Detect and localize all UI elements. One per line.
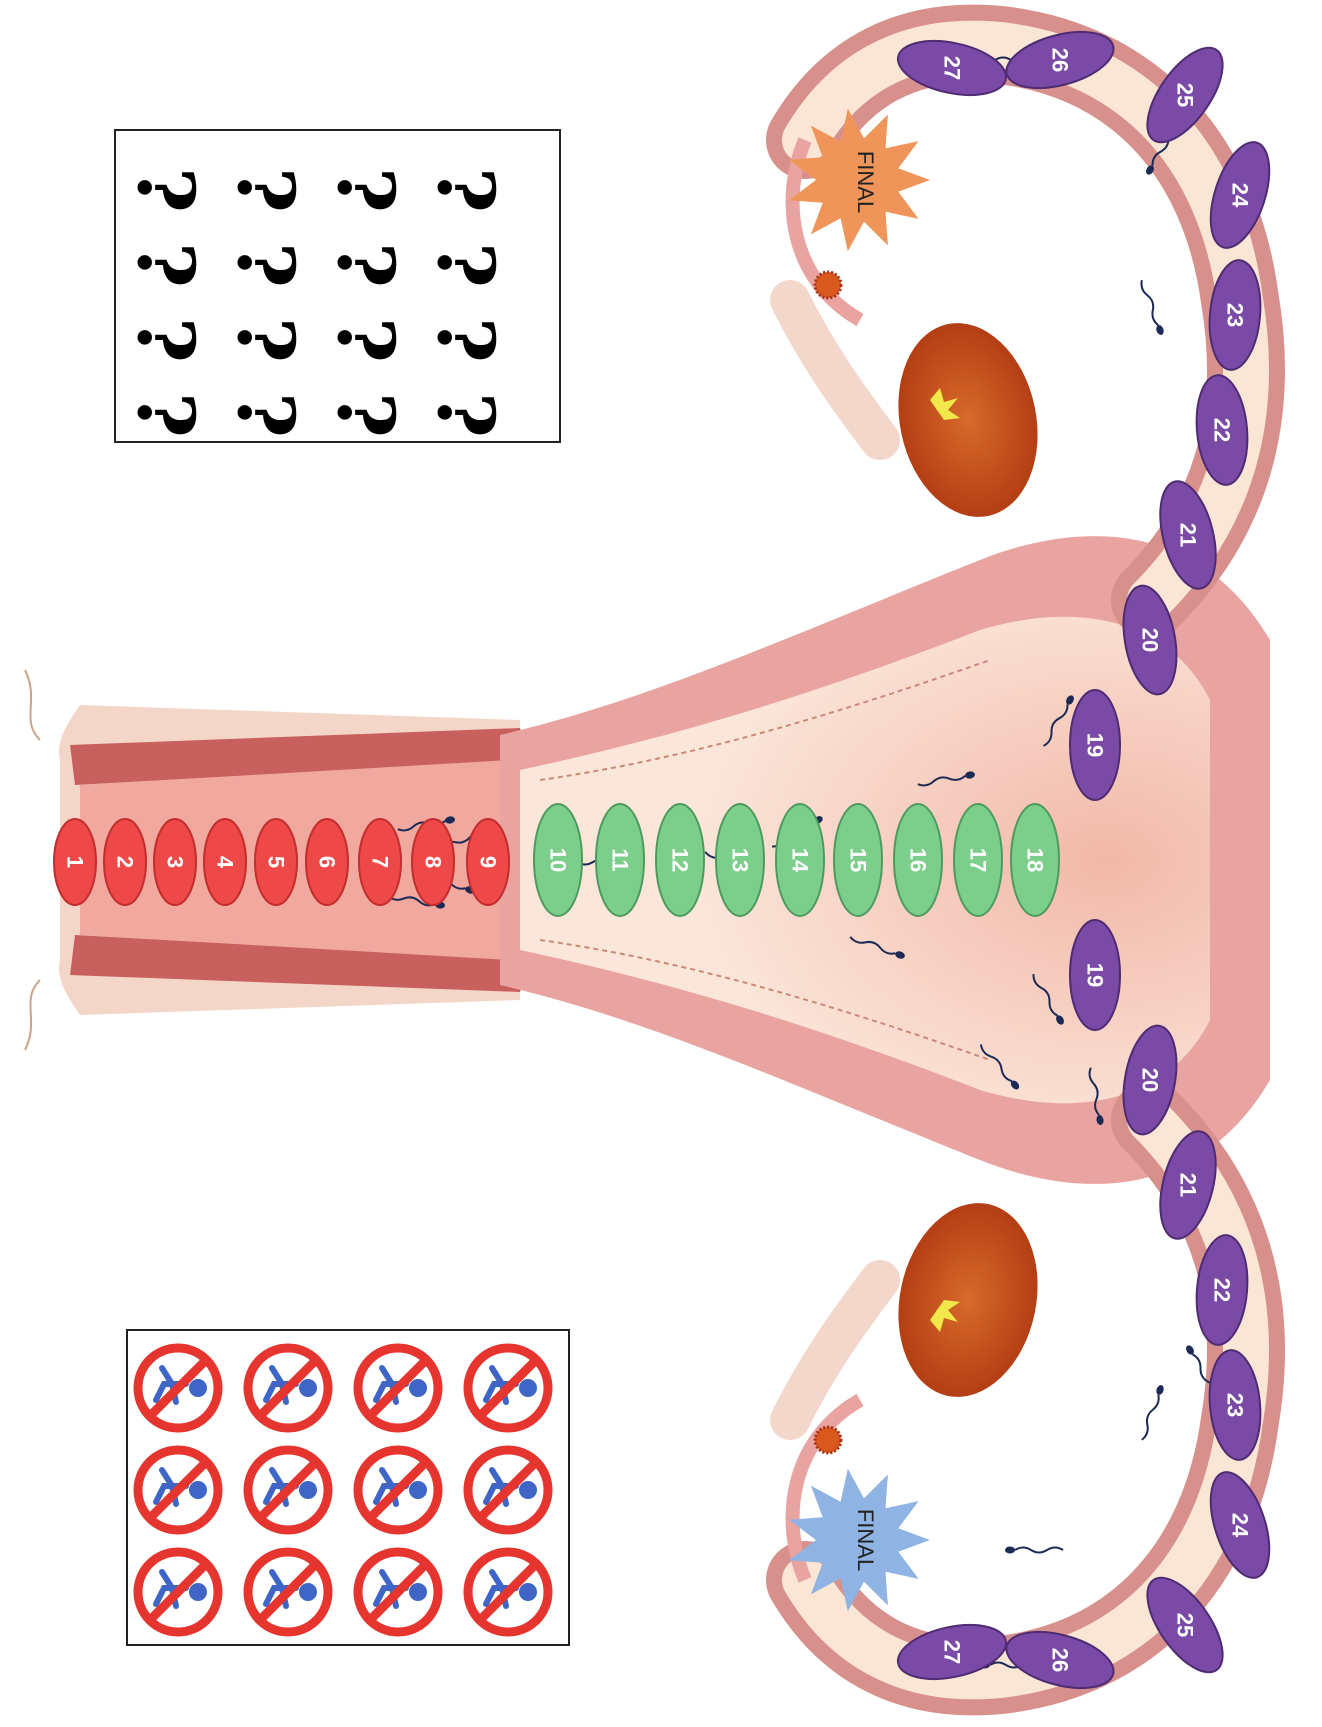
space-number: 26 [1048, 48, 1073, 72]
question-mark-icon: ? [220, 392, 311, 438]
board-space-board.green_spaces-11[interactable]: 11 [596, 804, 644, 916]
space-number: 25 [1173, 1613, 1198, 1637]
board-space-board.green_spaces-10[interactable]: 10 [534, 804, 582, 916]
space-number: 7 [368, 856, 393, 868]
sperm-icon [1005, 1547, 1063, 1554]
no-baby-icon [138, 1552, 218, 1632]
space-number: 11 [608, 848, 633, 871]
space-number: 3 [163, 856, 188, 868]
space-number: 23 [1223, 303, 1248, 327]
question-mark-icon: ? [120, 242, 211, 288]
final-top-label: FINAL [853, 151, 878, 213]
egg-cell-icon [815, 272, 841, 298]
space-number: 23 [1223, 1393, 1248, 1417]
space-number: 12 [668, 848, 693, 872]
no-baby-icon [358, 1552, 438, 1632]
space-number: 8 [421, 856, 446, 868]
question-mark-icon: ? [220, 317, 311, 363]
board-space-board.green_spaces-16[interactable]: 16 [894, 804, 942, 916]
question-card[interactable]: ???????????????? [115, 130, 560, 442]
board-space-board.red_spaces-4[interactable]: 4 [204, 819, 246, 905]
question-mark-icon: ? [120, 167, 211, 213]
space-number: 18 [1023, 848, 1048, 872]
board-space-board.top_branch_spaces-19[interactable]: 19 [1070, 690, 1120, 800]
space-number: 16 [906, 848, 931, 872]
no-baby-icon [468, 1552, 548, 1632]
no-baby-icon [138, 1348, 218, 1428]
no-baby-icon [468, 1450, 548, 1530]
space-number: 22 [1210, 1278, 1235, 1302]
question-mark-icon: ? [220, 242, 311, 288]
egg-cell-icon [815, 1427, 841, 1453]
question-mark-icon: ? [320, 392, 411, 438]
space-number: 6 [315, 856, 340, 868]
ovary-top [881, 310, 1055, 530]
no-baby-icon [248, 1450, 328, 1530]
no-baby-icon [358, 1348, 438, 1428]
space-number: 24 [1228, 1513, 1253, 1538]
space-number: 21 [1176, 1173, 1201, 1197]
space-number: 19 [1083, 733, 1108, 757]
space-number: 15 [846, 848, 871, 872]
board-space-board.green_spaces-12[interactable]: 12 [656, 804, 704, 916]
space-number: 13 [728, 848, 753, 872]
question-mark-icon: ? [220, 167, 311, 213]
board-space-board.bottom_branch_spaces-19[interactable]: 19 [1070, 920, 1120, 1030]
board-space-board.red_spaces-6[interactable]: 6 [306, 819, 348, 905]
space-number: 4 [213, 856, 238, 869]
question-mark-icon: ? [420, 167, 511, 213]
ovary-bottom [881, 1190, 1055, 1410]
board-space-board.red_spaces-1[interactable]: 1 [54, 819, 96, 905]
question-mark-icon: ? [420, 242, 511, 288]
space-number: 5 [264, 856, 289, 868]
board-space-board.green_spaces-14[interactable]: 14 [776, 804, 824, 916]
board-space-board.green_spaces-13[interactable]: 13 [716, 804, 764, 916]
board-space-board.green_spaces-15[interactable]: 15 [834, 804, 882, 916]
board-space-board.green_spaces-17[interactable]: 17 [954, 804, 1002, 916]
board-space-board.red_spaces-9[interactable]: 9 [467, 819, 509, 905]
question-mark-icon: ? [320, 317, 411, 363]
space-number: 19 [1083, 963, 1108, 987]
no-baby-icon [358, 1450, 438, 1530]
space-number: 25 [1173, 83, 1198, 107]
board-space-board.green_spaces-18[interactable]: 18 [1011, 804, 1059, 916]
question-mark-icon: ? [320, 167, 411, 213]
board-space-board.red_spaces-8[interactable]: 8 [412, 819, 454, 905]
sperm-icon [1139, 279, 1165, 336]
sperm-icon [1139, 1384, 1165, 1441]
question-mark-icon: ? [320, 242, 411, 288]
space-number: 22 [1210, 418, 1235, 442]
no-baby-card[interactable] [127, 1330, 569, 1645]
no-baby-icon [248, 1348, 328, 1428]
board-space-board.red_spaces-3[interactable]: 3 [154, 819, 196, 905]
question-mark-icon: ? [420, 392, 511, 438]
board-space-board.red_spaces-2[interactable]: 2 [104, 819, 146, 905]
final-bottom-label: FINAL [853, 1509, 878, 1571]
question-mark-icon: ? [120, 317, 211, 363]
question-mark-icon: ? [120, 392, 211, 438]
no-baby-icon [468, 1348, 548, 1428]
space-number: 1 [63, 856, 88, 868]
space-number: 20 [1138, 628, 1163, 652]
no-baby-icon [248, 1552, 328, 1632]
space-number: 20 [1138, 1068, 1163, 1092]
space-number: 24 [1228, 183, 1253, 208]
space-number: 14 [788, 848, 813, 873]
space-number: 10 [546, 848, 571, 872]
space-number: 21 [1176, 523, 1201, 547]
board-space-board.red_spaces-5[interactable]: 5 [255, 819, 297, 905]
question-mark-icon: ? [420, 317, 511, 363]
space-number: 27 [940, 56, 965, 80]
space-number: 26 [1048, 1648, 1073, 1672]
space-number: 2 [113, 856, 138, 868]
space-number: 17 [966, 848, 991, 872]
board-space-board.red_spaces-7[interactable]: 7 [359, 819, 401, 905]
space-number: 27 [940, 1640, 965, 1664]
no-baby-icon [138, 1450, 218, 1530]
space-number: 9 [476, 856, 501, 868]
